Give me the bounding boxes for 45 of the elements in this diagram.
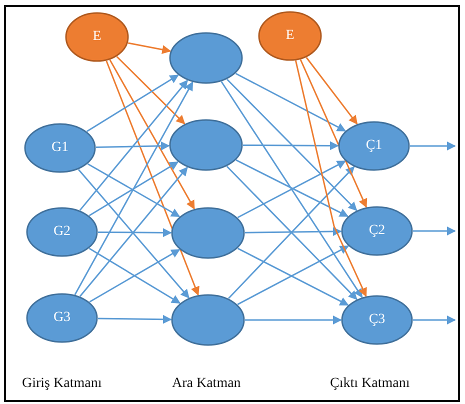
arrow <box>86 74 179 132</box>
arrow <box>244 227 342 236</box>
node-label: E <box>286 28 294 44</box>
node-label: G1 <box>51 140 69 156</box>
arrow <box>243 141 339 150</box>
hidden-neuron-ellipse <box>171 294 245 346</box>
arrow <box>106 60 200 296</box>
node-label: Ç3 <box>368 312 386 328</box>
arrow <box>226 78 358 212</box>
node-label: Ç2 <box>368 223 386 239</box>
arrow <box>79 80 188 211</box>
neuron-node <box>26 293 98 343</box>
arrow <box>410 142 456 150</box>
hidden-neuron-ellipse <box>169 32 243 84</box>
arrow <box>235 72 346 132</box>
arrow <box>300 59 368 208</box>
neuron-node <box>26 207 98 257</box>
arrow <box>109 60 195 210</box>
arrow <box>74 81 194 296</box>
layer-label: Ara Katman <box>172 376 241 392</box>
layer-label: Çıktı Katmanı <box>330 376 410 392</box>
layer-label: Giriş Katmanı <box>22 376 102 392</box>
arrow <box>220 81 363 298</box>
hidden-neuron-ellipse <box>171 207 245 259</box>
arrow <box>96 141 170 150</box>
node-label: G2 <box>53 224 71 240</box>
bias-node <box>258 11 322 61</box>
neuron-node <box>338 121 410 171</box>
node-label: G3 <box>53 310 71 326</box>
arrow <box>128 42 172 54</box>
bias-node <box>65 12 129 62</box>
node-label: Ç1 <box>366 138 382 154</box>
arrow <box>245 316 342 324</box>
arrow <box>116 56 186 124</box>
neuron-node <box>24 123 96 173</box>
arrow <box>98 314 172 324</box>
arrow <box>306 57 358 125</box>
hidden-neuron-ellipse <box>169 119 243 171</box>
neuron-node <box>341 206 413 256</box>
node-label: E <box>92 29 102 45</box>
neuron-node <box>341 295 413 345</box>
arrow <box>413 316 456 324</box>
arrow <box>294 60 367 298</box>
arrow <box>413 226 456 236</box>
arrow <box>98 228 172 238</box>
